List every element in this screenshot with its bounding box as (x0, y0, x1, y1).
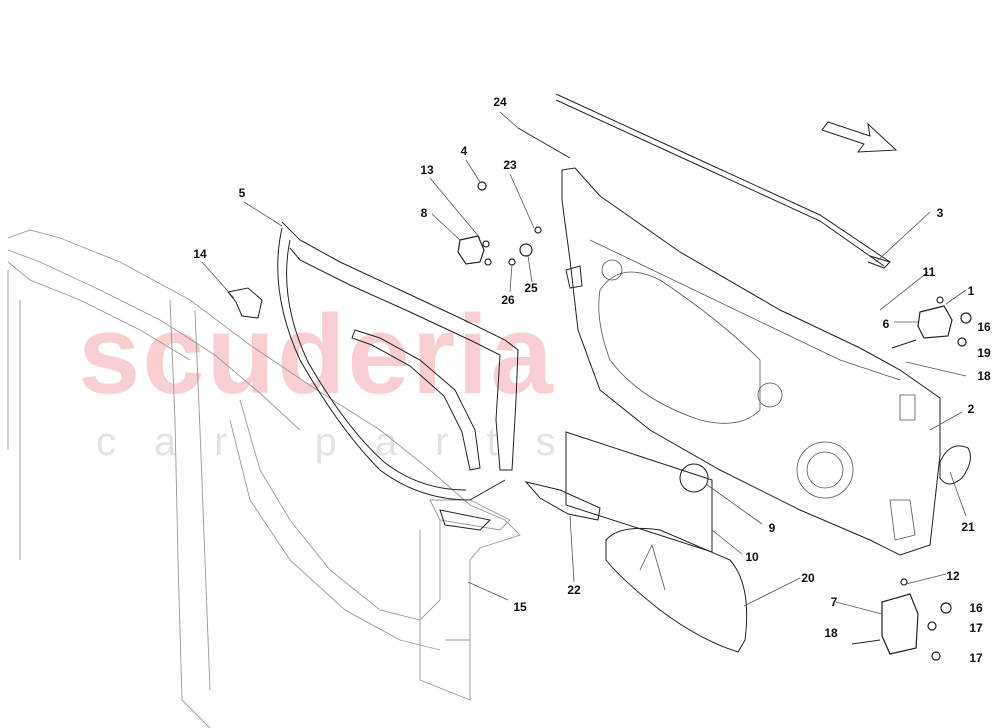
window-strip-3 (555, 93, 891, 269)
body-side-frame (7, 229, 521, 728)
callout-23: 23 (503, 158, 517, 172)
clip-4 (477, 181, 487, 191)
callout-7: 7 (830, 595, 838, 609)
callout-16-upper: 16 (977, 320, 991, 334)
callout-9: 9 (768, 521, 776, 535)
callout-1: 1 (967, 284, 975, 298)
callout-15: 15 (513, 600, 527, 614)
callout-17-upper: 17 (969, 621, 983, 635)
callout-18-upper: 18 (977, 369, 991, 383)
callout-4: 4 (460, 144, 468, 158)
trim-piece-14 (227, 287, 263, 319)
door-inner-panel (561, 167, 941, 556)
callout-11: 11 (922, 265, 936, 279)
callout-8: 8 (420, 206, 428, 220)
cover-21 (939, 445, 971, 485)
callout-17-lower: 17 (969, 651, 983, 665)
callout-25: 25 (524, 281, 538, 295)
callout-20: 20 (801, 571, 815, 585)
hinge-6 (891, 296, 972, 349)
plug-9 (679, 463, 709, 493)
callout-12: 12 (946, 569, 960, 583)
callout-26: 26 (501, 293, 515, 307)
callout-16-lower: 16 (969, 601, 983, 615)
handle-22 (524, 481, 601, 521)
callout-21: 21 (961, 520, 975, 534)
callout-13: 13 (420, 163, 434, 177)
leader-lines (201, 111, 967, 615)
callout-19: 19 (977, 346, 991, 360)
callout-2: 2 (967, 402, 975, 416)
bolt-23 (534, 226, 542, 234)
hinge-8 (457, 235, 492, 266)
callout-3: 3 (936, 206, 944, 220)
callout-22: 22 (567, 583, 581, 597)
callout-5: 5 (238, 186, 246, 200)
callout-10: 10 (745, 550, 759, 564)
striker-7 (851, 578, 952, 661)
door-seal (277, 221, 519, 501)
trim-panel-20 (605, 527, 748, 653)
arrow-icon (821, 121, 898, 153)
callout-14: 14 (193, 247, 207, 261)
membrane-10 (565, 431, 713, 553)
washer-25 (519, 243, 533, 257)
callout-18-lower: 18 (824, 626, 838, 640)
seal-strip-24 (517, 127, 571, 159)
callout-24: 24 (493, 95, 507, 109)
callout-6: 6 (882, 317, 890, 331)
